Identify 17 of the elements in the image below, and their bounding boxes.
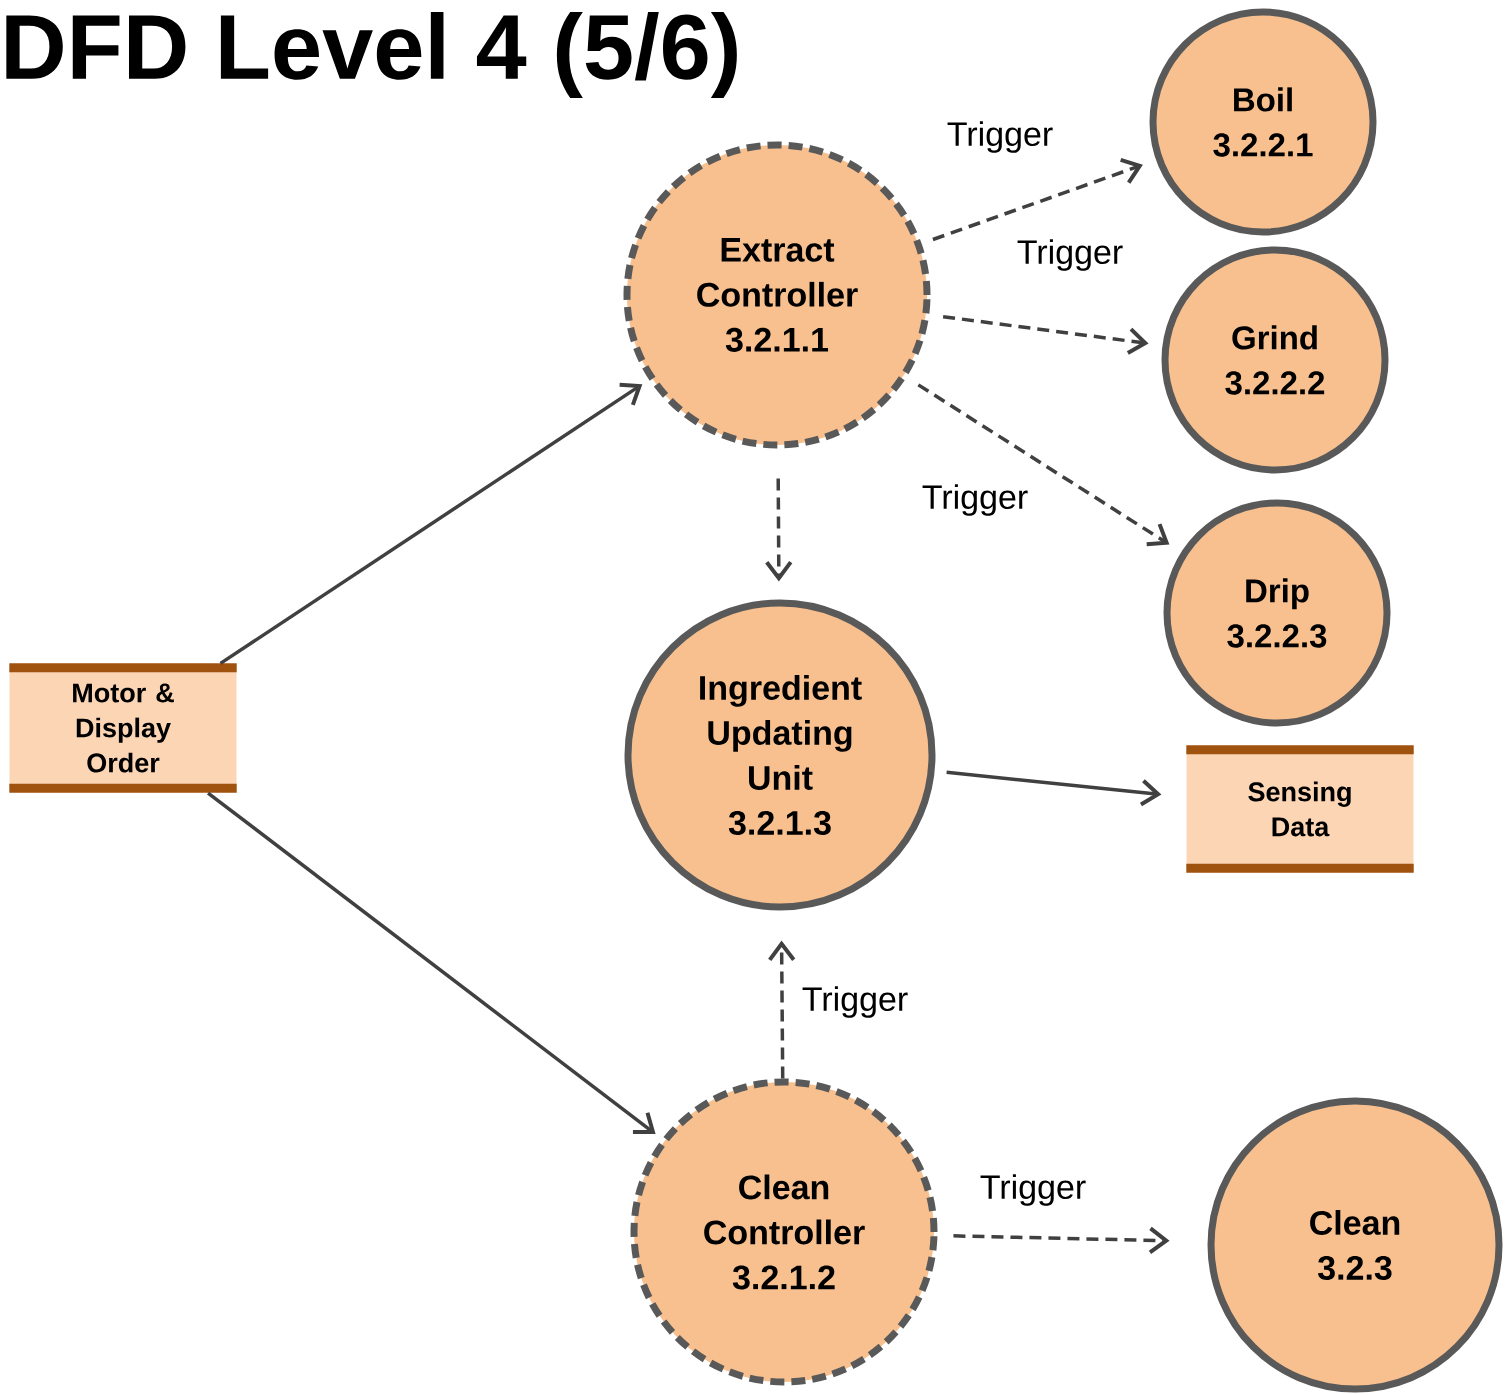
title: DFD Level 4 (5/6) <box>6 12 737 98</box>
edge-label: Trigger <box>944 119 1056 155</box>
edge-label: Trigger <box>799 984 911 1020</box>
data-store: Motor & Display Order <box>9 663 237 793</box>
edge-label: Trigger <box>1014 237 1126 273</box>
arrow <box>953 1226 1170 1254</box>
arrow <box>768 940 796 1079</box>
edge-label: Trigger <box>977 1172 1089 1208</box>
arrow <box>207 791 656 1135</box>
edge-label: Trigger <box>919 482 1031 518</box>
arrow <box>932 158 1143 242</box>
arrow <box>219 382 643 665</box>
arrow <box>765 478 793 582</box>
arrow <box>946 770 1162 807</box>
arrow <box>942 314 1149 355</box>
arrow <box>917 383 1170 547</box>
data-store: Sensing Data <box>1186 745 1414 873</box>
